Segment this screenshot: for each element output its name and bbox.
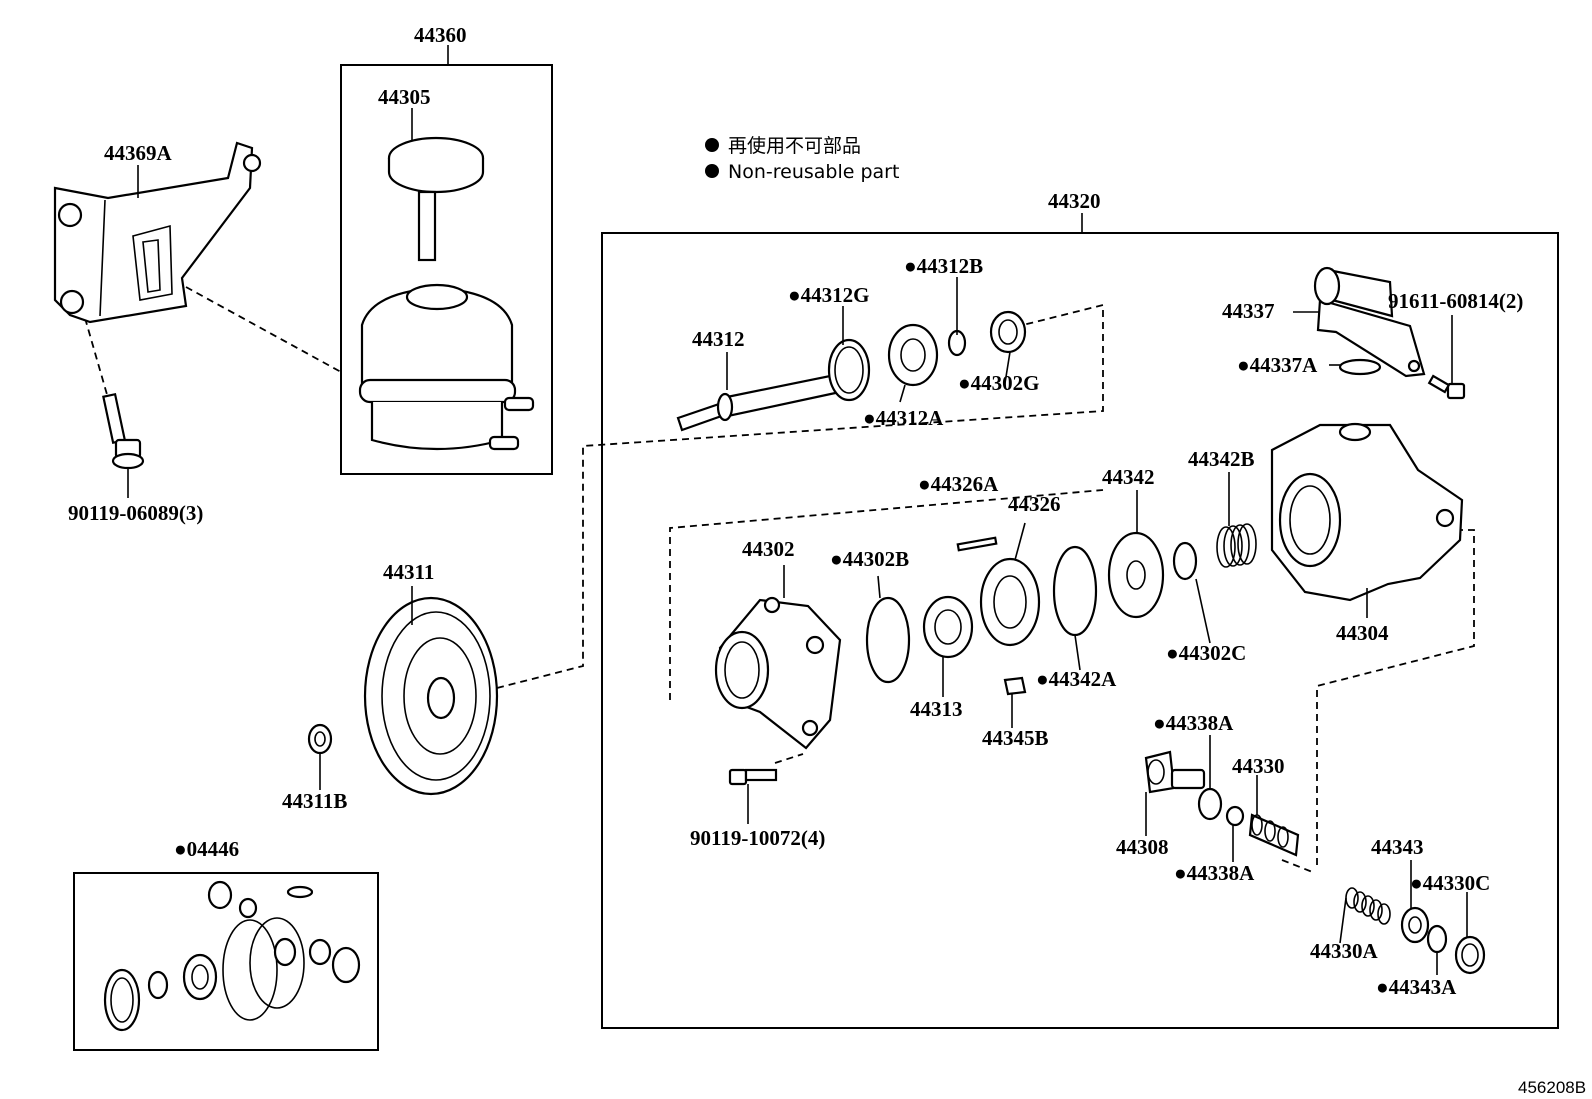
label-44342: 44342 bbox=[1102, 465, 1155, 489]
dashed-line-bracket-to-reservoir bbox=[185, 286, 342, 373]
front-housing-44302 bbox=[714, 596, 842, 750]
bracket-44369A bbox=[53, 141, 262, 324]
spring-44342B bbox=[1216, 523, 1257, 568]
rear-housing-44304 bbox=[1270, 422, 1464, 602]
label-44311: 44311 bbox=[383, 560, 434, 584]
label-44369A: 44369A bbox=[104, 141, 173, 165]
union-44337 bbox=[1313, 266, 1426, 378]
reservoir-assembly-box bbox=[340, 64, 553, 475]
label-44330C: ●44330C bbox=[1410, 871, 1490, 895]
fitting-44308 bbox=[1144, 750, 1206, 794]
seal-44302G bbox=[989, 310, 1027, 354]
dashed-line-bolt-to-cover bbox=[774, 753, 804, 764]
label-04446: ●04446 bbox=[174, 837, 239, 861]
label-44311B: 44311B bbox=[282, 789, 347, 813]
label-44338A-top: ●44338A bbox=[1153, 711, 1234, 735]
plate-44345B bbox=[1003, 676, 1027, 696]
label-44330: 44330 bbox=[1232, 754, 1285, 778]
snap-ring-44312G bbox=[827, 338, 871, 402]
bolt-90119-06089 bbox=[102, 392, 145, 470]
o-ring-44302B bbox=[865, 596, 911, 684]
legend-dot-icon bbox=[705, 164, 719, 178]
label-44326: 44326 bbox=[1008, 492, 1061, 516]
legend-english: Non-reusable part bbox=[728, 161, 899, 183]
legend-dot-icon bbox=[705, 138, 719, 152]
label-44342A: ●44342A bbox=[1036, 667, 1117, 691]
pin-44326A bbox=[956, 536, 998, 552]
label-44330A: 44330A bbox=[1310, 939, 1379, 963]
label-44302B: ●44302B bbox=[830, 547, 909, 571]
label-44337: 44337 bbox=[1222, 299, 1275, 323]
label-44312G: ●44312G bbox=[788, 283, 870, 307]
label-44304: 44304 bbox=[1336, 621, 1389, 645]
label-91611-60814: 91611-60814(2) bbox=[1388, 289, 1523, 313]
side-plate-44342 bbox=[1107, 531, 1165, 619]
bolt-91611-60814 bbox=[1427, 374, 1466, 400]
reservoir-cap-44305 bbox=[387, 136, 485, 262]
label-90119-06089: 90119-06089(3) bbox=[68, 501, 203, 525]
label-44343: 44343 bbox=[1371, 835, 1424, 859]
snap-ring-44330C bbox=[1454, 935, 1486, 975]
pulley-44311 bbox=[363, 596, 499, 796]
label-44312: 44312 bbox=[692, 327, 745, 351]
gasket-kit-box bbox=[73, 872, 379, 1051]
label-44308: 44308 bbox=[1116, 835, 1169, 859]
label-44312A: ●44312A bbox=[863, 406, 944, 430]
o-ring-44302C bbox=[1172, 541, 1198, 581]
label-44302G: ●44302G bbox=[958, 371, 1040, 395]
label-44302C: ●44302C bbox=[1166, 641, 1246, 665]
o-ring-44342A bbox=[1052, 545, 1098, 637]
label-44342B: 44342B bbox=[1188, 447, 1255, 471]
bolt-90119-10072 bbox=[728, 768, 778, 786]
reservoir-tank-44360 bbox=[358, 283, 535, 451]
nut-44311B bbox=[307, 723, 333, 755]
diagram-reference-number: 456208B bbox=[1518, 1078, 1586, 1097]
dashed-line-valve bbox=[1281, 859, 1316, 874]
label-44305: 44305 bbox=[378, 85, 431, 109]
spring-44330A bbox=[1345, 887, 1391, 925]
label-44337A: ●44337A bbox=[1237, 353, 1318, 377]
rotor-44313 bbox=[922, 595, 974, 659]
dashed-line-housing-to-valve bbox=[1316, 529, 1475, 870]
label-44313: 44313 bbox=[910, 697, 963, 721]
plug-44343 bbox=[1400, 906, 1430, 944]
gasket-kit-04446-parts bbox=[103, 880, 361, 1032]
o-ring-44337A bbox=[1338, 358, 1382, 376]
legend: 再使用不可部品 Non-reusable part bbox=[705, 135, 899, 183]
dashed-line-bracket-to-bolt bbox=[84, 317, 109, 399]
label-44312B: ●44312B bbox=[904, 254, 983, 278]
legend-japanese: 再使用不可部品 bbox=[728, 135, 861, 157]
leader-lines bbox=[127, 45, 1468, 975]
part-labels: 44360 44305 44369A 90119-06089(3) 44311 … bbox=[68, 23, 1523, 999]
label-44360: 44360 bbox=[414, 23, 467, 47]
label-44343A: ●44343A bbox=[1376, 975, 1457, 999]
bearing-44312A bbox=[887, 323, 939, 387]
label-44338A-bottom: ●44338A bbox=[1174, 861, 1255, 885]
o-ring-44343A bbox=[1426, 924, 1448, 954]
label-44326A: ●44326A bbox=[918, 472, 999, 496]
dashed-line-pulley-to-pump bbox=[496, 303, 1104, 689]
pump-assembly-box bbox=[601, 232, 1559, 1029]
label-90119-10072: 90119-10072(4) bbox=[690, 826, 825, 850]
cam-ring-44326 bbox=[979, 557, 1041, 647]
label-44345B: 44345B bbox=[982, 726, 1049, 750]
shaft-44312 bbox=[676, 373, 842, 432]
dashed-line-shaft-section bbox=[669, 489, 1104, 700]
label-44302: 44302 bbox=[742, 537, 795, 561]
label-44320: 44320 bbox=[1048, 189, 1101, 213]
o-ring-44338A-b bbox=[1225, 805, 1245, 827]
valve-44330 bbox=[1248, 813, 1300, 857]
o-ring-44338A-a bbox=[1197, 787, 1223, 821]
